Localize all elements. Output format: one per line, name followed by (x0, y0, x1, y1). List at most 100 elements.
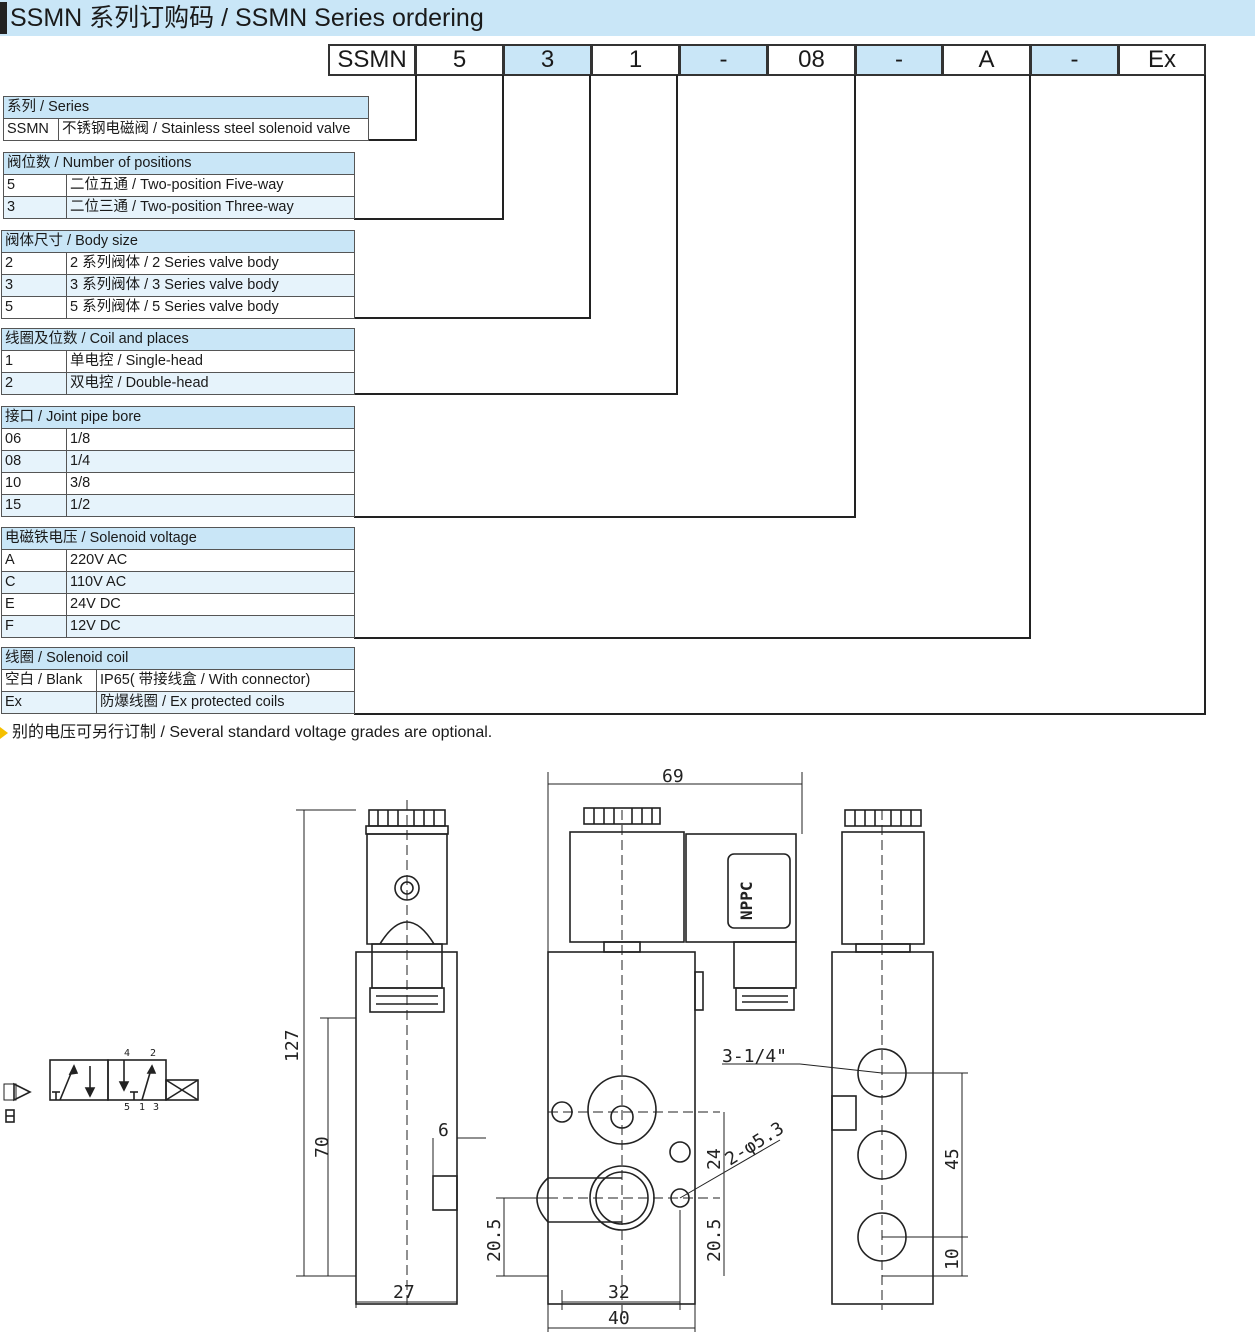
dim-front-width: 40 (608, 1308, 630, 1329)
bore-size: 3/8 (66, 472, 355, 495)
code-segment-coil: 1 (591, 44, 680, 76)
solenoid-coil-header: 线圈 / Solenoid coil (1, 647, 355, 670)
code-segment-voltage: A (942, 44, 1031, 76)
solenoid-coil-code: Ex (1, 691, 97, 714)
positions-desc: 二位五通 / Two-position Five-way (66, 174, 355, 197)
connector-body-v (589, 75, 591, 319)
positions-desc: 二位三通 / Two-position Three-way (66, 196, 355, 219)
voltage-header: 电磁铁电压 / Solenoid voltage (1, 527, 355, 550)
title-marker (0, 2, 7, 34)
connector-series-v (415, 75, 417, 141)
port-label-1: 1 (139, 1102, 145, 1113)
coil-desc: 单电控 / Single-head (66, 350, 355, 373)
body-size-code: 5 (1, 296, 67, 319)
dim-front-inner: 32 (608, 1282, 630, 1303)
brand-label: NPPC (737, 881, 756, 920)
connector-bore-v (854, 75, 856, 518)
body-size-desc: 3 系列阀体 / 3 Series valve body (66, 274, 355, 297)
coil-code: 2 (1, 372, 67, 395)
bore-size: 1/4 (66, 450, 355, 473)
dim-height-body: 70 (312, 1136, 333, 1158)
bore-code: 15 (1, 494, 67, 517)
dimension-drawings: 4 2 5 1 3 69 127 70 6 27 32 40 20.5 24 2… (3, 766, 968, 1332)
positions-header: 阀位数 / Number of positions (3, 152, 355, 175)
dim-mount-holes: 2-φ5.3 (722, 1118, 788, 1170)
code-segment-dash-1: - (679, 44, 768, 76)
dim-ports: 3-1/4" (722, 1046, 787, 1067)
code-segment-solenoid-coil: Ex (1118, 44, 1206, 76)
code-segment-bore: 08 (767, 44, 856, 76)
series-code: SSMN (3, 118, 59, 141)
port-label-2: 2 (150, 1048, 156, 1059)
connector-coiltype-v (1204, 75, 1206, 715)
series-desc: 不锈钢电磁阀 / Stainless steel solenoid valve (58, 118, 369, 141)
dim-side-width: 27 (393, 1282, 415, 1303)
solenoid-coil-code: 空白 / Blank (1, 669, 97, 692)
voltage-value: 12V DC (66, 615, 355, 638)
body-size-header: 阀体尺寸 / Body size (1, 230, 355, 253)
connector-positions-h (354, 218, 504, 220)
voltage-note: 别的电压可另行订制 / Several standard voltage gra… (0, 718, 492, 742)
series-header: 系列 / Series (3, 96, 369, 119)
voltage-value: 220V AC (66, 549, 355, 572)
code-segment-series: SSMN (328, 44, 416, 76)
pneumatic-symbol (3, 1059, 199, 1123)
connector-coiltype-h (354, 713, 1206, 715)
note-arrow-icon (0, 726, 8, 739)
dim-side-small: 6 (438, 1120, 449, 1141)
port-label-5: 5 (124, 1102, 130, 1113)
port-label-3: 3 (153, 1102, 159, 1113)
connector-voltage-v (1029, 75, 1031, 639)
voltage-code: C (1, 571, 67, 594)
solenoid-coil-desc: IP65( 带接线盒 / With connector) (96, 669, 355, 692)
bore-header: 接口 / Joint pipe bore (1, 406, 355, 429)
dim-port-bottom: 10 (942, 1248, 963, 1270)
bore-code: 10 (1, 472, 67, 495)
voltage-code: E (1, 593, 67, 616)
connector-coil-v (676, 75, 678, 395)
coil-header: 线圈及位数 / Coil and places (1, 328, 355, 351)
connector-positions-v (502, 75, 504, 220)
dim-width-top: 69 (662, 766, 684, 787)
code-segment-dash-3: - (1030, 44, 1119, 76)
bore-size: 1/2 (66, 494, 355, 517)
body-size-desc: 2 系列阀体 / 2 Series valve body (66, 252, 355, 275)
title-bar (0, 0, 1255, 36)
voltage-value: 110V AC (66, 571, 355, 594)
port-label-4: 4 (124, 1048, 130, 1059)
body-size-desc: 5 系列阀体 / 5 Series valve body (66, 296, 355, 319)
connector-coil-h (354, 393, 678, 395)
dim-height-total: 127 (282, 1029, 303, 1062)
solenoid-coil-desc: 防爆线圈 / Ex protected coils (96, 691, 355, 714)
dim-right-height-1: 24 (704, 1148, 725, 1170)
dim-left-height: 20.5 (484, 1219, 505, 1262)
page-title: SSMN 系列订购码 / SSMN Series ordering (10, 4, 484, 32)
bore-code: 08 (1, 450, 67, 473)
voltage-code: F (1, 615, 67, 638)
dim-right-height-2: 20.5 (704, 1219, 725, 1262)
body-size-code: 3 (1, 274, 67, 297)
connector-body-h (354, 317, 591, 319)
coil-code: 1 (1, 350, 67, 373)
front-view (496, 772, 803, 1332)
positions-code: 3 (3, 196, 67, 219)
bore-size: 1/8 (66, 428, 355, 451)
port-view (722, 809, 968, 1310)
dim-port-pitch: 45 (942, 1148, 963, 1170)
body-size-code: 2 (1, 252, 67, 275)
voltage-value: 24V DC (66, 593, 355, 616)
connector-bore-h (354, 516, 856, 518)
code-segment-body-size: 3 (503, 44, 592, 76)
bore-code: 06 (1, 428, 67, 451)
coil-desc: 双电控 / Double-head (66, 372, 355, 395)
code-segment-positions: 5 (415, 44, 504, 76)
code-segment-dash-2: - (855, 44, 943, 76)
voltage-note-text: 别的电压可另行订制 / Several standard voltage gra… (12, 724, 493, 741)
connector-voltage-h (354, 637, 1031, 639)
